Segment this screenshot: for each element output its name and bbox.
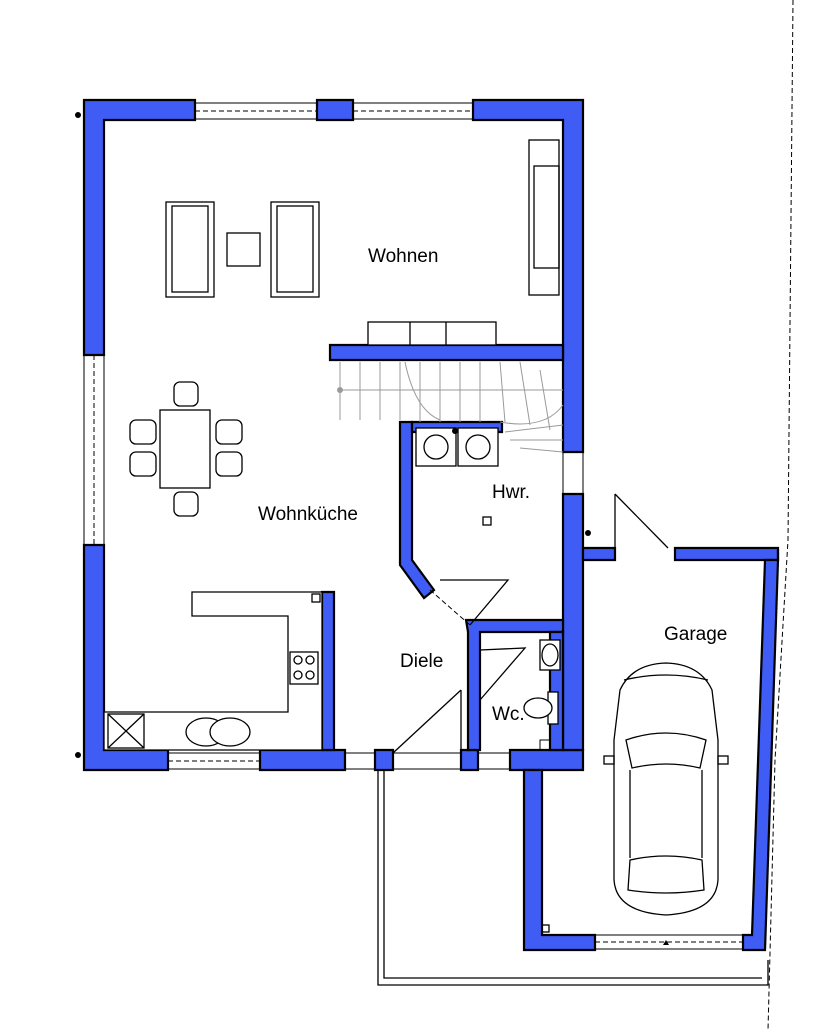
- car: [603, 662, 729, 916]
- room-label-garage: Garage: [664, 624, 727, 645]
- property-boundary: [767, 0, 794, 1030]
- markers: [75, 112, 669, 945]
- room-label-hwr: Hwr.: [492, 482, 530, 503]
- wc-fixtures: [523, 639, 561, 725]
- room-label-wohnen: Wohnen: [368, 246, 438, 267]
- doors: [392, 493, 669, 754]
- room-label-wohnkueche: Wohnküche: [258, 504, 358, 525]
- room-label-wc: Wc.: [492, 704, 525, 725]
- room-labels: Wohnen Wohnküche Hwr. Diele Wc. Garage: [258, 246, 727, 725]
- staircase: [337, 361, 564, 453]
- utility-appliances: [415, 427, 499, 526]
- dining-set: [129, 381, 243, 517]
- kitchen-counter: [103, 591, 323, 751]
- terrace-outline: [377, 770, 769, 986]
- living-furniture: [165, 139, 560, 346]
- walls: [82, 98, 780, 952]
- room-label-diele: Diele: [400, 651, 443, 672]
